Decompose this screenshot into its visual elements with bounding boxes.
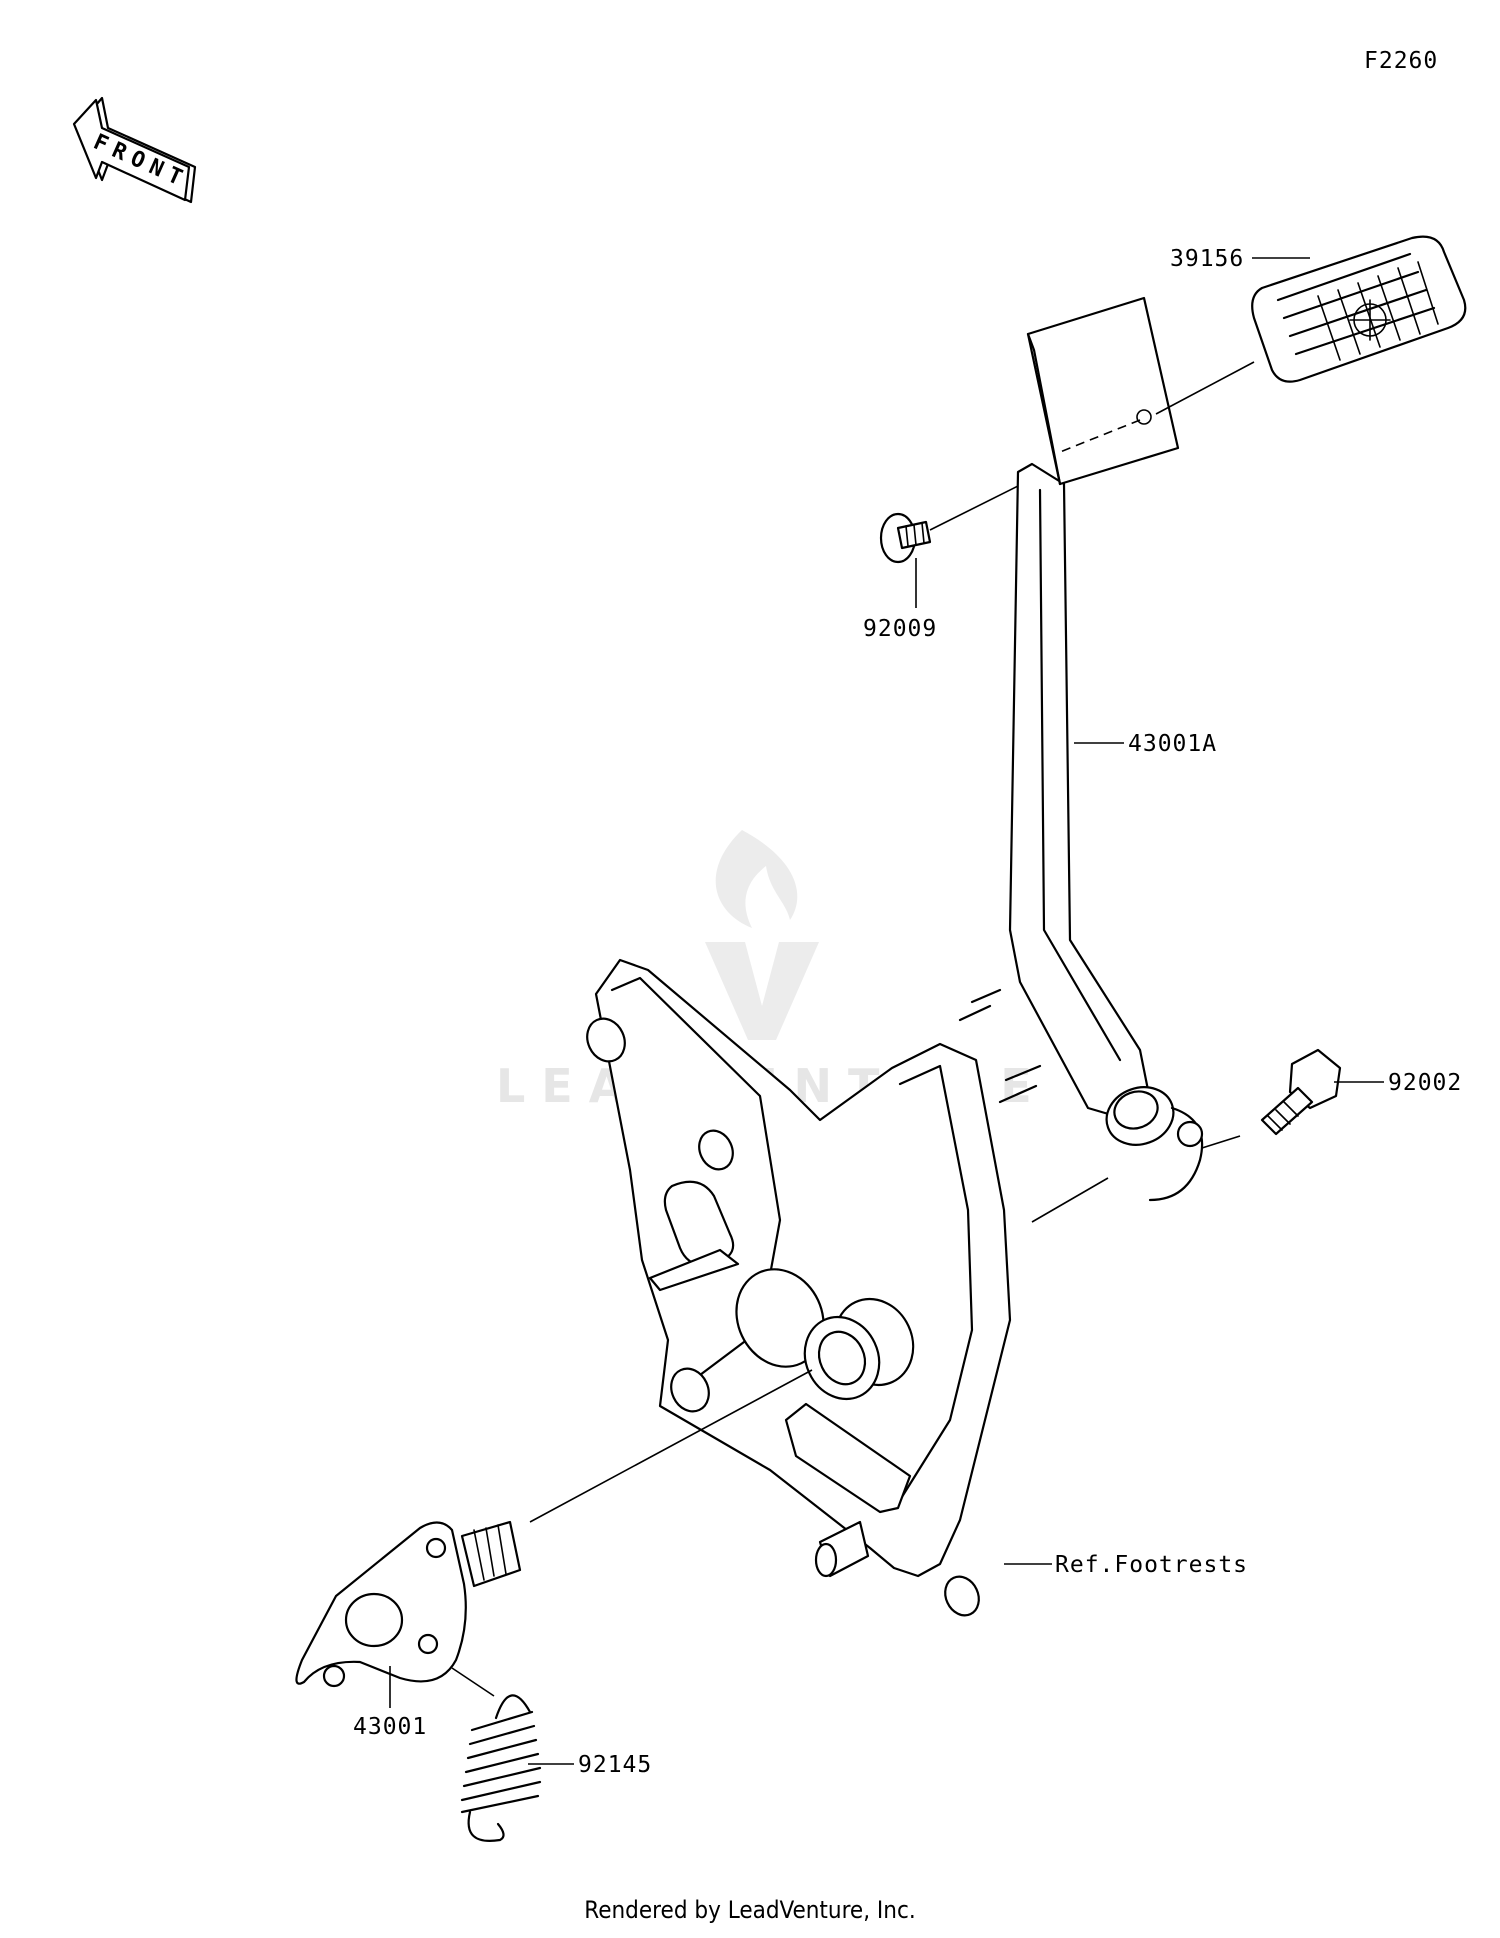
- front-arrow-icon: FRONT: [72, 96, 197, 204]
- bolt-92002: [1260, 1048, 1342, 1136]
- pedal-arm-43001A: [1008, 296, 1204, 1202]
- label-43001A: 43001A: [1128, 731, 1217, 757]
- bolt-92009: [879, 512, 932, 564]
- pedal-pad-39156: [1251, 235, 1467, 383]
- assembly-line: [1201, 1135, 1241, 1149]
- spring-92145: [460, 1694, 542, 1842]
- assembly-line: [451, 1667, 495, 1697]
- bracket-ref-footrests: [586, 958, 1042, 1617]
- label-92002: 92002: [1388, 1070, 1462, 1096]
- footer-credit: Rendered by LeadVenture, Inc.: [584, 1896, 916, 1924]
- label-39156: 39156: [1170, 246, 1244, 272]
- label-92145: 92145: [578, 1752, 652, 1778]
- label-ref-footrests: Ref.Footrests: [1055, 1552, 1248, 1578]
- lever-43001: [295, 1520, 522, 1688]
- assembly-line: [1155, 361, 1255, 415]
- assembly-line: [929, 485, 1019, 531]
- figure-code: F2260: [1364, 48, 1438, 74]
- label-92009: 92009: [863, 616, 937, 642]
- assembly-line: [1031, 1177, 1109, 1223]
- label-43001: 43001: [353, 1714, 427, 1740]
- assembly-line: [529, 1369, 813, 1523]
